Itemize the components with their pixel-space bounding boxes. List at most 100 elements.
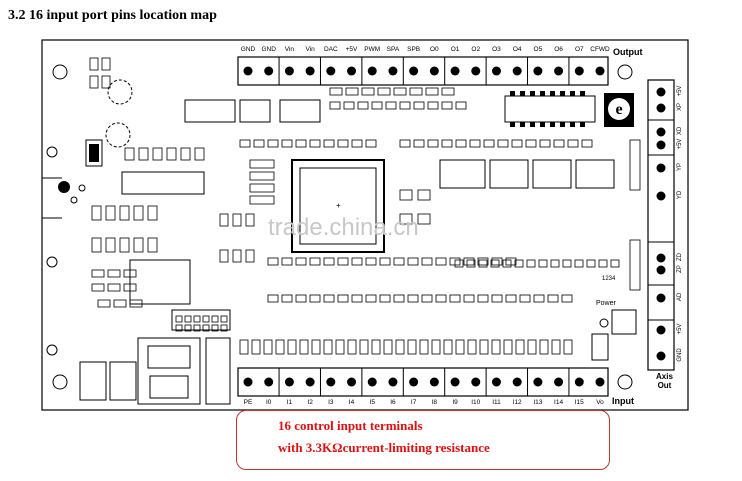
input-pin-label: I15 [574, 399, 584, 406]
output-pin-label: O2 [471, 46, 481, 53]
axis-pin-label: GND [677, 348, 683, 362]
output-pin-label: SPA [386, 46, 400, 53]
input-pin-label: I4 [348, 399, 355, 406]
output-pin-label: GND [240, 46, 256, 53]
input-terminal-pin [533, 377, 543, 387]
input-terminal-pin [429, 377, 439, 387]
output-pin-label: O4 [512, 46, 522, 53]
power-label: Power [596, 300, 616, 307]
output-pin-label: CFWD [590, 46, 610, 53]
output-pin-label: O1 [450, 46, 460, 53]
output-terminal-pin [243, 66, 253, 76]
output-terminal-pin [533, 66, 543, 76]
input-terminal-block [237, 367, 609, 397]
output-terminal-pin [367, 66, 377, 76]
axis-terminal-pin [656, 140, 666, 150]
axis-pin-label: XP [677, 103, 683, 112]
output-label: Output [613, 47, 643, 57]
output-terminal-pin [305, 66, 315, 76]
output-terminal-pin [574, 66, 584, 76]
input-terminal-pin [367, 377, 377, 387]
chip-label: 1234 [602, 276, 616, 282]
axis-pin-label: +5V [677, 323, 683, 335]
output-pin-label: O0 [430, 46, 439, 53]
input-pin-label: I14 [554, 399, 564, 406]
output-terminal-pin [429, 66, 439, 76]
output-pin-label: PWM [364, 46, 381, 53]
output-pin-label: SPB [407, 46, 421, 53]
input-terminal-pin [595, 377, 605, 387]
axis-pin-label: YP [677, 163, 683, 172]
output-terminal-pin [491, 66, 501, 76]
input-pin-label: I6 [390, 399, 396, 406]
input-pin-label: PE [243, 399, 253, 406]
input-terminal-pin [491, 377, 501, 387]
input-terminal-pin [243, 377, 253, 387]
input-pin-label: I10 [471, 399, 481, 406]
input-terminal-pin [284, 377, 294, 387]
output-pin-label: O7 [574, 46, 584, 53]
input-pin-label: Vo [596, 399, 604, 406]
mounting-hole [52, 374, 68, 390]
annotation-line-1: 16 control input terminals [278, 418, 423, 433]
watermark: trade.china.cn [268, 214, 419, 241]
output-terminal-pin [554, 66, 564, 76]
output-pin-label: O6 [554, 46, 563, 53]
input-terminal-pin [554, 377, 564, 387]
svg-text:e: e [615, 101, 622, 118]
axis-pin-label: +5V [677, 138, 683, 150]
mounting-hole [617, 374, 633, 390]
input-pin-label: I13 [533, 399, 543, 406]
output-pin-label: +5V [345, 46, 358, 53]
output-pin-label: O5 [533, 46, 543, 53]
input-pin-label: I1 [286, 399, 293, 406]
input-terminal-pin [409, 377, 419, 387]
mounting-hole [617, 64, 633, 80]
output-terminal-pin [471, 66, 481, 76]
input-pin-label: I5 [369, 399, 375, 406]
axis-terminal-pin [656, 325, 666, 335]
input-pin-label: I3 [328, 399, 334, 406]
input-terminal-pin [388, 377, 398, 387]
input-pin-label: I2 [307, 399, 313, 406]
annotation-box [236, 410, 610, 470]
axis-terminal-pin [656, 293, 666, 303]
mounting-hole [46, 344, 58, 356]
input-pin-label: I0 [265, 399, 272, 406]
main-chip [291, 159, 385, 253]
input-pin-label: I9 [452, 399, 458, 406]
annotation-line-2: with 3.3KΩcurrent-limiting resistance [278, 440, 490, 455]
output-pin-label: Vin [284, 46, 295, 53]
input-pin-label: I12 [512, 399, 522, 406]
axis-pin-label: ZP [677, 265, 683, 273]
input-terminal-pin [471, 377, 481, 387]
input-terminal-pin [574, 377, 584, 387]
output-pin-label: GND [261, 46, 276, 53]
axis-terminal-pin [656, 87, 666, 97]
mounting-hole [52, 64, 68, 80]
input-terminal-pin [347, 377, 357, 387]
input-label: Input [612, 396, 634, 406]
axis-terminal-block [647, 79, 675, 371]
axis-terminal-pin [656, 191, 666, 201]
axis-terminal-pin [656, 351, 666, 361]
output-terminal-pin [595, 66, 605, 76]
output-pin-label: O3 [492, 46, 501, 53]
page-title: 3.2 16 input port pins location map [8, 8, 217, 23]
axis-terminal-pin [656, 103, 666, 113]
output-terminal-pin [450, 66, 460, 76]
svg-text:+: + [336, 201, 341, 210]
output-pin-label: DAC [323, 46, 338, 53]
output-terminal-pin [512, 66, 522, 76]
output-terminal-pin [409, 66, 419, 76]
mounting-hole [46, 256, 58, 268]
input-terminal-pin [305, 377, 315, 387]
input-terminal-pin [450, 377, 460, 387]
rj45-connector [137, 337, 201, 405]
input-terminal-pin [326, 377, 336, 387]
output-terminal-block [237, 56, 609, 86]
output-terminal-pin [326, 66, 336, 76]
axis-out-label: Axis Out [656, 372, 673, 390]
mounting-hole [46, 146, 58, 158]
